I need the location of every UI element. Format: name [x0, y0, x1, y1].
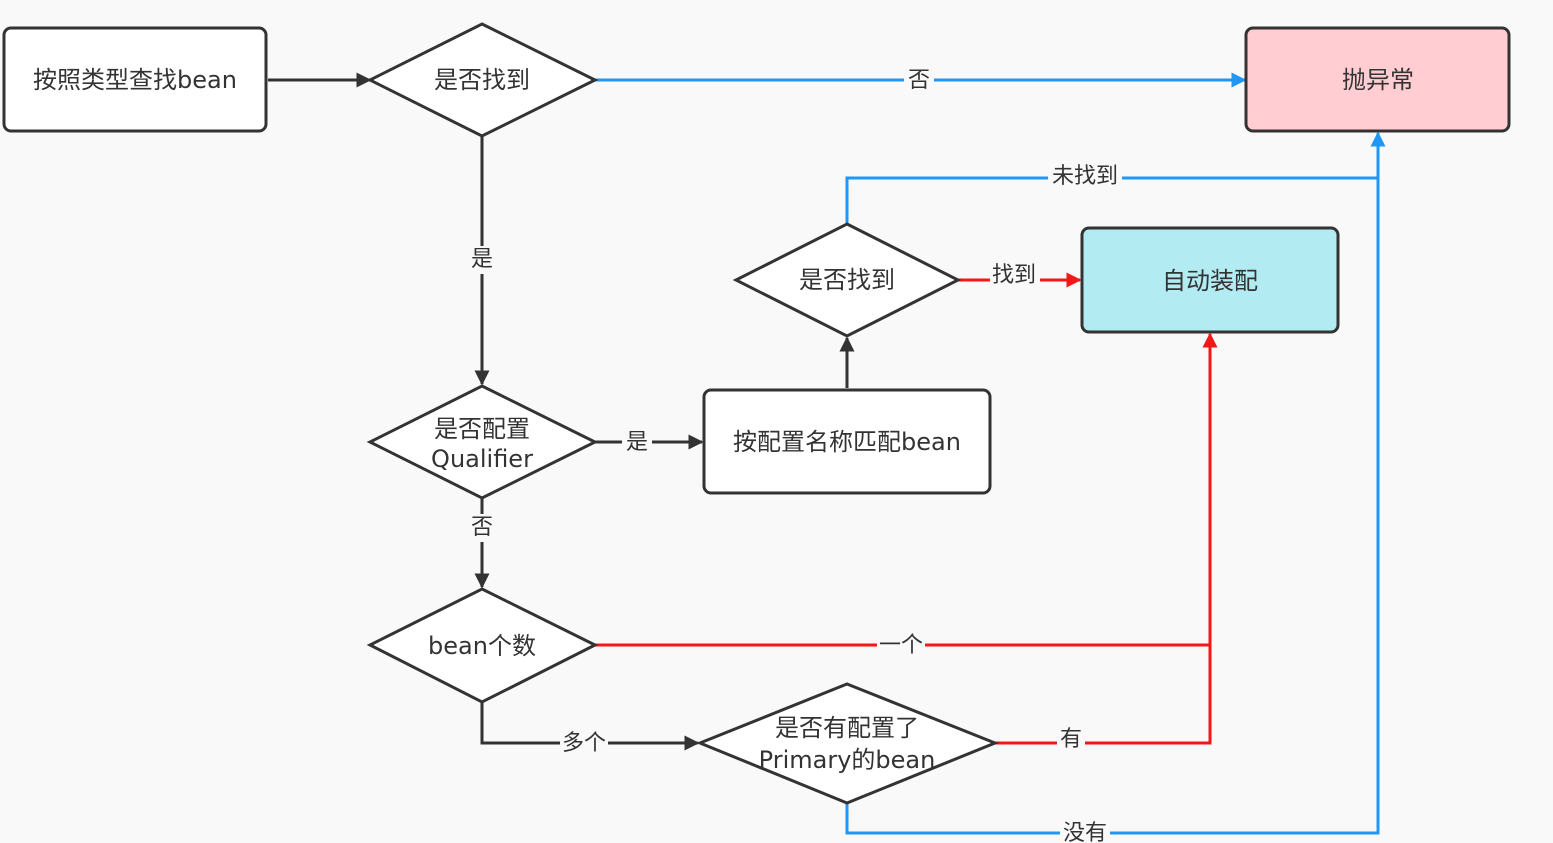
node-autowire: 自动装配 — [1080, 226, 1340, 334]
node-match-by-name-label: 按配置名称匹配bean — [733, 428, 961, 456]
decision-primary-label-line2: Primary的bean — [759, 746, 936, 774]
decision-bean-count-label: bean个数 — [428, 632, 536, 660]
node-autowire-label: 自动装配 — [1162, 267, 1258, 295]
svg-text:未找到: 未找到 — [1052, 164, 1118, 189]
edge-count-many — [480, 702, 700, 751]
node-throw-exception-label: 抛异常 — [1342, 66, 1414, 94]
edge-label-primary-no: 没有 — [1060, 819, 1110, 843]
node-find-by-type-label: 按照类型查找bean — [33, 66, 237, 94]
decision-qualifier: 是否配置 Qualifier — [366, 384, 599, 500]
edge-label-name-found: 找到 — [990, 262, 1040, 290]
node-throw-exception: 抛异常 — [1244, 26, 1511, 133]
svg-text:否: 否 — [471, 515, 493, 540]
svg-text:否: 否 — [908, 68, 930, 93]
decision-primary-label-line1: 是否有配置了 — [775, 714, 919, 742]
edge-label-primary-yes: 有 — [1057, 726, 1085, 754]
edge-label-count-one: 一个 — [877, 631, 925, 659]
svg-text:多个: 多个 — [562, 731, 606, 756]
edge-primary-yes — [995, 332, 1218, 745]
svg-text:有: 有 — [1060, 727, 1082, 752]
svg-text:一个: 一个 — [879, 633, 923, 658]
node-match-by-name: 按配置名称匹配bean — [702, 388, 992, 495]
edge-primary-no — [845, 131, 1386, 835]
decision-found-by-type: 是否找到 — [366, 22, 599, 138]
decision-found-by-name-label: 是否找到 — [799, 266, 895, 294]
edge-label-qualifier-no: 否 — [468, 514, 496, 542]
decision-found-by-type-label: 是否找到 — [434, 66, 530, 94]
svg-text:是: 是 — [471, 247, 493, 272]
edge-label-count-many: 多个 — [560, 729, 608, 757]
decision-found-by-name: 是否找到 — [732, 222, 962, 338]
decision-qualifier-label-line1: 是否配置 — [434, 415, 530, 443]
svg-text:是: 是 — [626, 430, 648, 455]
svg-text:找到: 找到 — [992, 263, 1036, 288]
edge-label-type-found: 是 — [468, 246, 496, 274]
edge-label-name-not-found: 未找到 — [1048, 163, 1122, 191]
edge-label-qualifier-yes: 是 — [622, 428, 652, 456]
edge-name-not-found — [845, 176, 1378, 224]
decision-qualifier-label-line2: Qualifier — [431, 445, 533, 473]
decision-primary: 是否有配置了 Primary的bean — [696, 682, 1000, 805]
svg-text:没有: 没有 — [1063, 821, 1107, 843]
decision-bean-count: bean个数 — [366, 587, 599, 704]
edge-label-type-not-found: 否 — [904, 66, 934, 94]
node-find-by-type: 按照类型查找bean — [2, 26, 268, 133]
